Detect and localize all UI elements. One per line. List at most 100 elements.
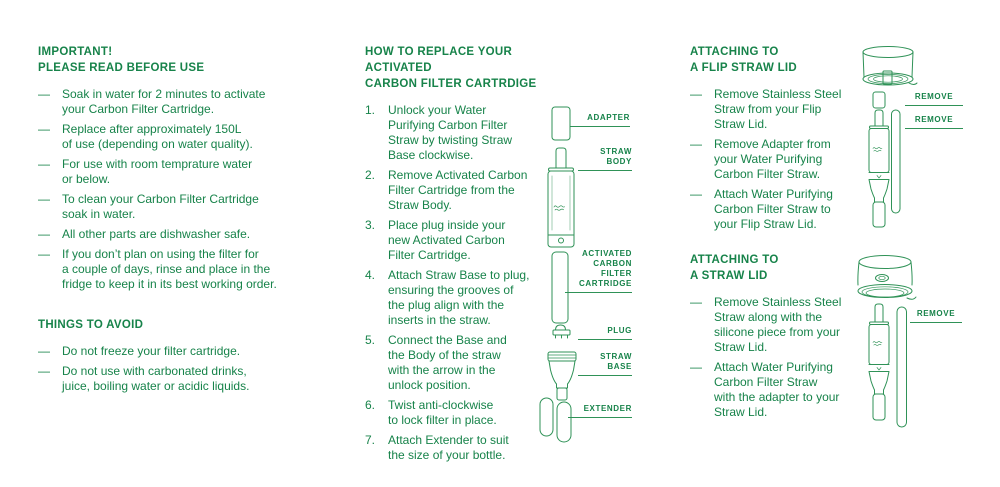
bullet-dash: — [690,295,702,309]
step-number: 4. [365,268,376,282]
list-item: —Remove Stainless Steel Straw from your … [690,87,864,132]
adapter-outline [551,106,571,141]
extender-tube-outline [556,401,572,443]
step-number: 1. [365,103,376,117]
flip-straw-lid-diagram [862,46,918,228]
list-item: —Do not use with carbonated drinks, juic… [38,364,308,394]
list-item: —All other parts are dishwasher safe. [38,227,308,242]
step-text: Twist anti-clockwise to lock filter in p… [388,398,497,427]
bullet-text: Replace after approximately 150L of use … [62,122,253,151]
straw-base-stem-outline [556,387,568,401]
cartridge-label: ACTIVATED CARBON FILTER CARTRIDGE [565,249,632,293]
replace-cartridge-heading: HOW TO REPLACE YOUR ACTIVATED CARBON FIL… [365,46,537,90]
bullet-dash: — [690,87,702,101]
list-item: —Replace after approximately 150L of use… [38,122,308,152]
step-item: 1. Unlock your Water Purifying Carbon Fil… [365,103,551,163]
bullet-text: To clean your Carbon Filter Cartridge so… [62,192,259,221]
bullet-dash: — [690,137,702,151]
filter-straw-stem-outline [872,393,886,421]
flip-lid-spout-outline [882,70,893,85]
bullet-text: Soak in water for 2 minutes to activate … [62,87,266,116]
replace-steps-list: 1. Unlock your Water Purifying Carbon Fil… [365,103,551,463]
straw-body-outline [547,170,575,248]
brand-script-logo [872,147,883,152]
step-text: Attach Straw Base to plug, ensuring the … [388,268,530,327]
list-item: — Soak in water for 2 minutes to activate… [38,87,308,117]
flip-lid-bullet-list: —Remove Stainless Steel Straw from your … [690,87,864,232]
adapter-label: ADAPTER [570,113,630,127]
plug-base-outline [552,329,571,336]
bullet-text: Do not freeze your filter cartridge. [62,344,241,358]
coiled-straw-outline [862,72,914,86]
filter-straw-base-outline [868,371,890,395]
straw-lid-top-outline [858,255,912,269]
flip-straw-lid-section: ATTACHING TO A FLIP STRAW LID —Remove St… [690,44,864,232]
extender-tube-outline [539,397,554,437]
list-item: —For use with room temprature water or b… [38,157,308,187]
adapter-piece-outline [872,91,886,109]
remove-label: REMOVE [905,92,963,106]
important-heading: IMPORTANT! PLEASE READ BEFORE USE [38,46,205,74]
bullet-dash: — [38,157,50,171]
step-text: Remove Activated Carbon Filter Cartridge… [388,168,528,212]
replace-cartridge-section: HOW TO REPLACE YOUR ACTIVATED CARBON FIL… [365,44,551,463]
avoid-bullet-list: — Do not freeze your filter cartridge. —D… [38,344,308,394]
step-item: 4. Attach Straw Base to plug, ensuring th… [365,268,551,328]
step-item: 5. Connect the Base and the Body of the s… [365,333,551,393]
straw-base-funnel-outline [548,360,576,389]
important-bullet-list: — Soak in water for 2 minutes to activate… [38,87,308,292]
straw-base-ring-outline [547,351,577,362]
straw-lid-bullet-list: —Remove Stainless Steel Straw along with… [690,295,864,420]
list-item: —Remove Stainless Steel Straw along with… [690,295,864,355]
step-text: Unlock your Water Purifying Carbon Filte… [388,103,513,162]
filter-straw-base-outline [868,179,890,203]
bullet-dash: — [38,344,50,358]
plug-label: PLUG [578,326,632,340]
straw-lid-side-outline [857,261,913,286]
remove-label: REMOVE [905,115,963,129]
bullet-dash: — [38,87,50,101]
extender-label: EXTENDER [568,404,632,418]
step-text: Attach Extender to suit the size of your… [388,433,509,462]
unlock-arrow-mark [876,175,882,179]
filter-straw-stem-outline [872,201,886,228]
cartridge-outline [551,251,569,324]
bullet-dash: — [690,360,702,374]
remove-label: REMOVE [910,309,962,323]
step-number: 7. [365,433,376,447]
list-item: — If you don’t plan on using the filter f… [38,247,308,292]
step-text: Connect the Base and the Body of the str… [388,333,507,392]
list-item: — Attach Water Purifying Carbon Filter St… [690,360,864,420]
lid-hole-outline [875,274,889,282]
straw-body-neck-outline [555,147,567,169]
straw-base-label: STRAW BASE [578,352,632,376]
bullet-dash: — [38,247,50,261]
brand-script-logo [872,341,883,346]
unlock-arrow-mark [876,367,882,371]
list-item: —Remove Adapter from your Water Purifyin… [690,137,864,182]
step-number: 3. [365,218,376,232]
list-item: — Do not freeze your filter cartridge. [38,344,308,359]
brand-script-logo [553,205,565,211]
carbon-filter-straw-parts-diagram [539,106,577,443]
straw-body-lock-detail [558,237,564,244]
straw-lid-diagram [857,255,917,428]
list-item: —To clean your Carbon Filter Cartridge s… [38,192,308,222]
step-text: Place plug inside your new Activated Car… [388,218,506,262]
bullet-text: If you don’t plan on using the filter fo… [62,247,277,291]
straw-body-label: STRAW BODY [578,147,632,171]
straw-lid-heading: ATTACHING TO A STRAW LID [690,254,779,282]
step-number: 6. [365,398,376,412]
step-number: 5. [365,333,376,347]
plug-cap-outline [555,324,566,331]
stainless-straw-outline [896,306,907,428]
bullet-dash: — [38,364,50,378]
important-section: IMPORTANT! PLEASE READ BEFORE USE — Soak … [38,44,308,394]
bullet-dash: — [690,187,702,201]
bullet-text: Attach Water Purifying Carbon Filter Str… [714,360,840,419]
flip-lid-side-outline [862,51,914,78]
flip-straw-lid-heading: ATTACHING TO A FLIP STRAW LID [690,46,798,74]
step-item: 7. Attach Extender to suit the size of yo… [365,433,551,463]
things-to-avoid-heading: THINGS TO AVOID [38,319,144,331]
